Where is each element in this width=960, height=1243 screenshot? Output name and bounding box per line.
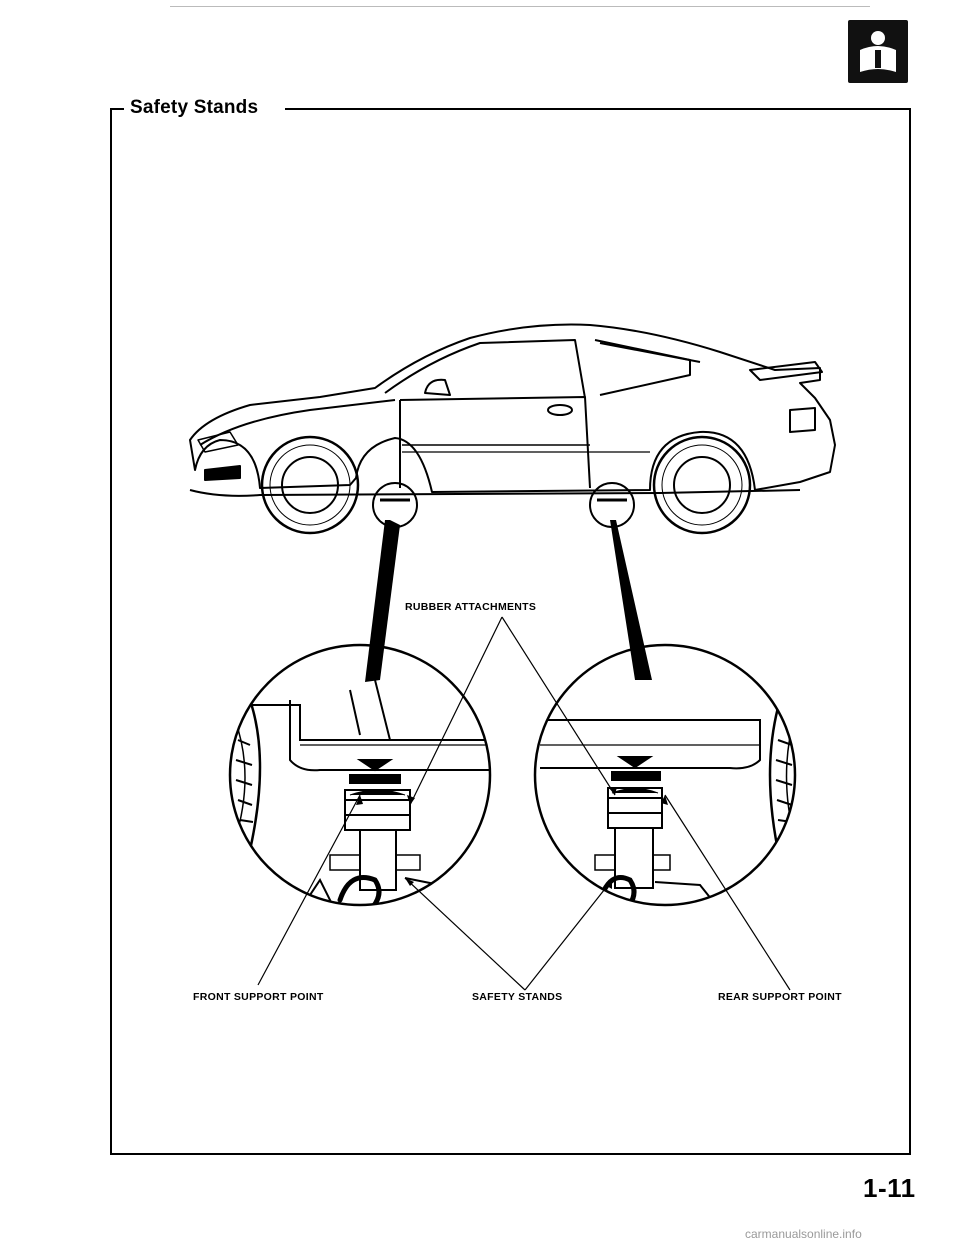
callout-safety-stands: SAFETY STANDS (472, 991, 562, 1003)
scan-artifact-line (170, 6, 870, 7)
frame-edge (110, 1153, 911, 1155)
callout-rubber-attachments: RUBBER ATTACHMENTS (405, 601, 536, 613)
frame-edge (909, 108, 911, 1155)
safety-stand-illustration: RUBBER ATTACHMENTS FRONT SUPPORT POINT S… (189, 323, 842, 1003)
callout-rear-support-point: REAR SUPPORT POINT (718, 991, 842, 1003)
watermark: carmanualsonline.info (745, 1227, 862, 1241)
front-detail (228, 643, 492, 907)
frame-edge (110, 108, 112, 1155)
section-title: Safety Stands (130, 97, 267, 119)
callout-front-support-point: FRONT SUPPORT POINT (193, 991, 324, 1003)
car-side-view (189, 323, 836, 535)
frame-edge (285, 108, 910, 110)
callout-leaders (257, 616, 791, 991)
frame-edge (110, 108, 124, 110)
detail-leaders (365, 520, 652, 682)
page-number: 1-11 (863, 1173, 916, 1203)
rear-detail (533, 643, 797, 907)
info-badge-icon (848, 20, 908, 83)
